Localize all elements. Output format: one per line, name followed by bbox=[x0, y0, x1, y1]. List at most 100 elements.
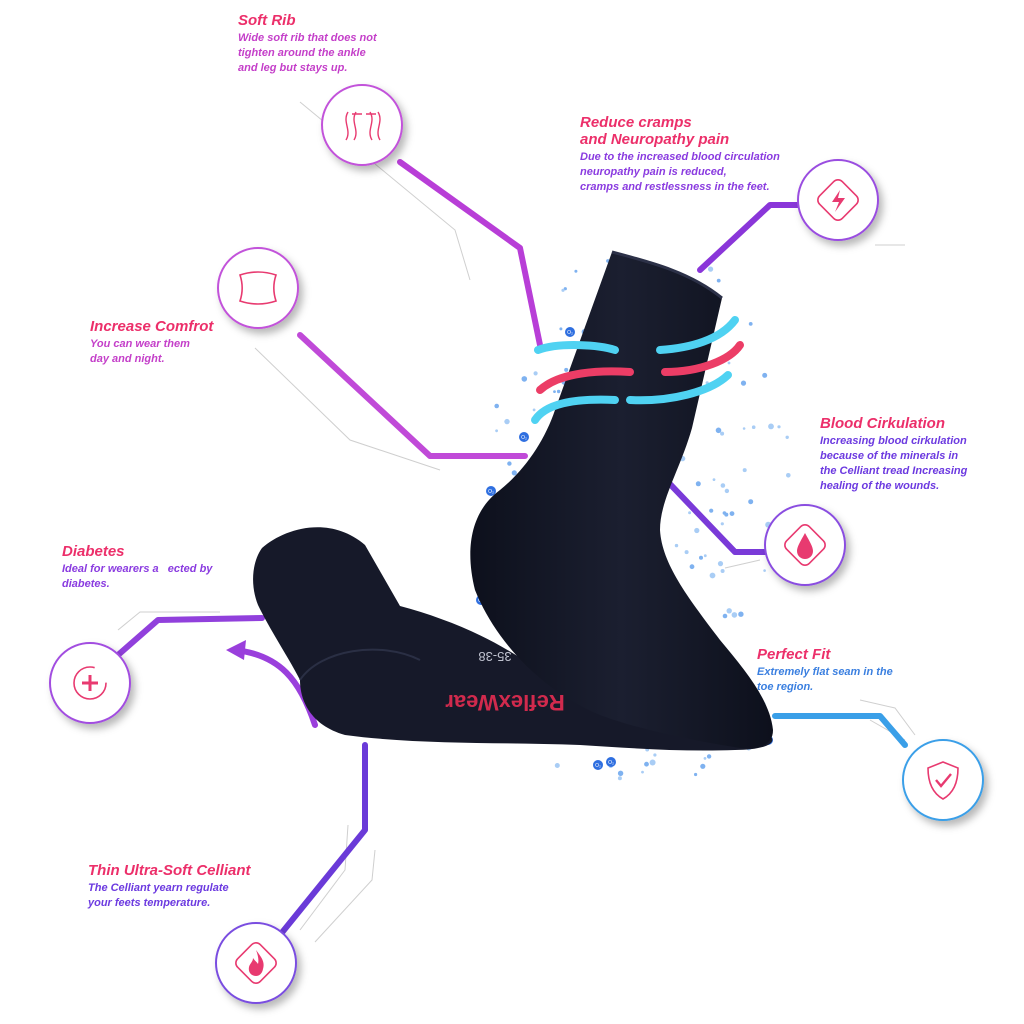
molecule-dot bbox=[777, 425, 781, 429]
molecule-dot bbox=[740, 380, 747, 386]
molecule-dot bbox=[703, 757, 707, 760]
molecule-dot bbox=[554, 763, 560, 768]
molecule-dot bbox=[617, 776, 622, 781]
comfort-connector bbox=[297, 332, 528, 459]
cramps-feature: Reduce cramps and Neuropathy pain Due to… bbox=[580, 114, 780, 195]
molecule-dot bbox=[556, 389, 561, 394]
molecule-dot bbox=[724, 488, 730, 494]
celliant-feature: Thin Ultra-Soft Celliant The Celliant ye… bbox=[88, 862, 251, 911]
molecule-dot bbox=[674, 543, 679, 548]
svg-text:O₂: O₂ bbox=[488, 489, 494, 495]
molecule-dot bbox=[494, 403, 500, 409]
molecule-dot bbox=[533, 371, 538, 376]
molecule-dot bbox=[699, 555, 703, 560]
shield-check-icon bbox=[902, 739, 984, 821]
molecule-dot bbox=[762, 372, 768, 378]
molecule-dot bbox=[706, 754, 712, 759]
molecule-dot bbox=[507, 461, 512, 466]
molecule-dot bbox=[649, 759, 656, 766]
molecule-dot bbox=[712, 478, 716, 481]
drop-cycle-icon bbox=[764, 504, 846, 586]
comfort-feature: Increase Comfrot You can wear them day a… bbox=[90, 318, 213, 367]
molecule-dot bbox=[720, 431, 725, 436]
standing-sock bbox=[470, 252, 773, 749]
circulation-description: Increasing blood cirkulation because of … bbox=[820, 435, 968, 492]
diabetes-arrowhead bbox=[226, 640, 246, 660]
molecule-dot bbox=[559, 327, 563, 331]
diabetes-feature: Diabetes Ideal for wearers a ected by di… bbox=[62, 543, 212, 592]
molecule-dot bbox=[574, 269, 578, 273]
molecule-dot bbox=[763, 569, 766, 572]
soft-rib-connector bbox=[397, 159, 543, 348]
molecule-dot bbox=[521, 376, 528, 382]
molecule-dot bbox=[511, 470, 517, 476]
molecule-dot bbox=[729, 511, 735, 516]
molecule-dot bbox=[688, 511, 692, 515]
cramps-connector bbox=[697, 202, 803, 273]
molecule-dot bbox=[504, 418, 510, 425]
icon-circles bbox=[49, 84, 984, 1004]
fit-connector bbox=[772, 713, 908, 748]
celliant-description: The Celliant yearn regulate your feets t… bbox=[88, 882, 229, 909]
svg-text:O₂: O₂ bbox=[567, 330, 573, 336]
lightning-cycle-icon bbox=[797, 159, 879, 241]
comfort-title: Increase Comfrot bbox=[90, 318, 214, 335]
molecule-dot bbox=[703, 554, 707, 558]
molecule-dot bbox=[731, 612, 738, 618]
oxygen-badge: O₂ bbox=[519, 432, 529, 442]
diabetes-connector bbox=[115, 615, 265, 658]
celliant-connector bbox=[277, 742, 368, 938]
molecule-dot bbox=[700, 763, 706, 769]
fit-feature: Perfect Fit Extremely flat seam in the t… bbox=[757, 646, 893, 695]
sock-pair: 35-38 ReflexWear bbox=[253, 250, 773, 751]
connector-lines bbox=[115, 159, 908, 938]
molecule-dot bbox=[720, 522, 724, 526]
molecule-dot bbox=[695, 481, 701, 487]
celliant-title: Thin Ultra-Soft Celliant bbox=[88, 862, 251, 879]
cramps-description: Due to the increased blood circulation n… bbox=[580, 151, 780, 193]
molecule-dot bbox=[748, 499, 754, 505]
molecule-dot bbox=[553, 390, 556, 393]
molecule-dot bbox=[716, 278, 721, 283]
molecule-dot bbox=[720, 569, 725, 573]
molecule-dot bbox=[495, 429, 498, 433]
pillow-icon bbox=[217, 247, 299, 329]
molecule-dot bbox=[751, 425, 756, 430]
molecule-dot bbox=[532, 408, 536, 412]
molecule-dot bbox=[689, 564, 695, 570]
molecule-dot bbox=[742, 468, 747, 473]
molecule-dot bbox=[561, 288, 565, 292]
cramps-title: Reduce cramps and Neuropathy pain bbox=[580, 114, 730, 148]
molecule-dot bbox=[694, 772, 698, 777]
molecule-dot bbox=[785, 435, 789, 439]
flame-cycle-icon bbox=[215, 922, 297, 1004]
molecule-dot bbox=[641, 770, 644, 774]
molecule-dot bbox=[694, 527, 700, 534]
circulation-connector bbox=[665, 479, 773, 555]
molecule-dot bbox=[742, 427, 746, 430]
molecule-dot bbox=[726, 608, 732, 614]
svg-text:O₂: O₂ bbox=[521, 435, 527, 441]
molecule-dot bbox=[738, 611, 744, 617]
molecule-dot bbox=[720, 483, 726, 488]
plus-cycle-icon bbox=[49, 642, 131, 724]
molecule-dot bbox=[786, 473, 791, 478]
lying-sock bbox=[253, 527, 773, 751]
diabetes-title: Diabetes bbox=[62, 543, 125, 560]
oxygen-badge: O₂ bbox=[486, 486, 496, 496]
circulation-feature: Blood Cirkulation Increasing blood cirku… bbox=[820, 415, 967, 494]
molecule-dot bbox=[684, 550, 689, 555]
molecule-dot bbox=[709, 572, 716, 579]
comfort-description: You can wear them day and night. bbox=[90, 338, 190, 365]
oxygen-badge: O₂ bbox=[565, 327, 575, 337]
molecule-dot bbox=[748, 322, 753, 326]
oxygen-badge: O₂ bbox=[593, 760, 603, 770]
molecule-dot bbox=[564, 367, 569, 372]
fit-title: Perfect Fit bbox=[757, 646, 831, 663]
molecule-dot bbox=[768, 423, 774, 430]
brand-label: ReflexWear bbox=[445, 690, 565, 715]
molecule-dot bbox=[717, 561, 724, 567]
molecule-dot bbox=[708, 266, 714, 272]
ribbed-fabric-icon bbox=[321, 84, 403, 166]
